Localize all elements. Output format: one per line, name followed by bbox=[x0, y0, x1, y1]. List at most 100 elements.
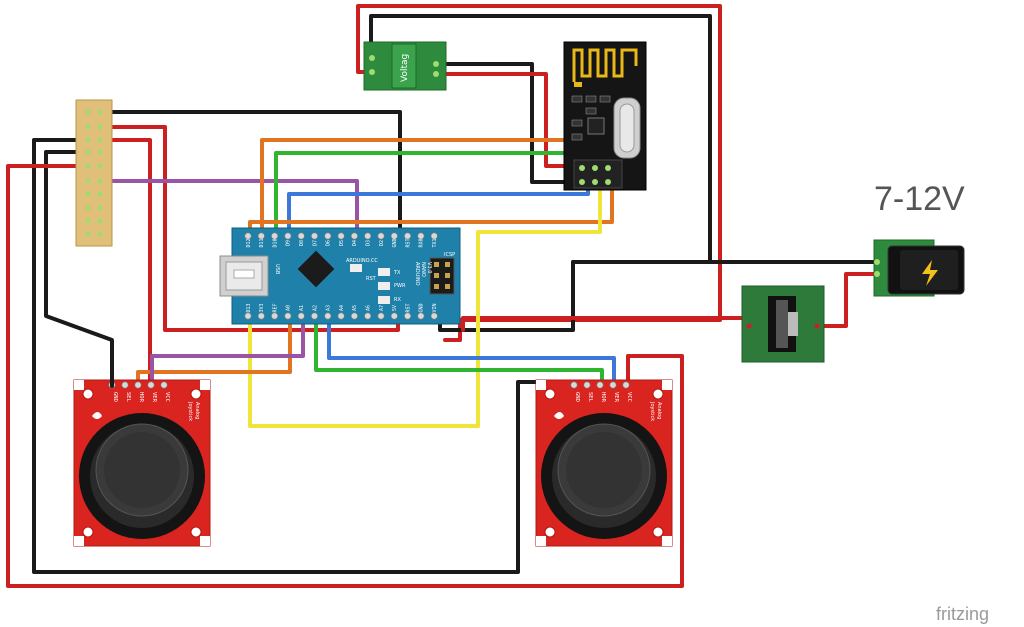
wire-yellow-d13-radio bbox=[248, 180, 602, 428]
nano-bottom-pin-label-0: D13 bbox=[246, 303, 252, 312]
nano-bottom-pin-14 bbox=[430, 312, 438, 320]
joystick-pin-label-sel: SEL bbox=[587, 392, 593, 403]
nrf24-radio-module bbox=[563, 41, 647, 191]
nano-bottom-pin-12 bbox=[404, 312, 412, 320]
nano-top-pin-label-2: D10 bbox=[272, 238, 278, 247]
joystick-title-1: Joystick bbox=[649, 401, 655, 421]
wire-purple-a1-joy1 bbox=[150, 316, 305, 387]
wire-red-header-bottom bbox=[6, 164, 684, 588]
nano-bottom-pin-label-11: 5V bbox=[392, 305, 398, 311]
nano-top-pin-label-12: RST bbox=[405, 238, 411, 247]
nano-top-pin-9 bbox=[364, 232, 372, 240]
wire-black-header-left bbox=[32, 138, 574, 574]
nano-bottom-pin-label-7: A4 bbox=[339, 305, 345, 311]
nano-bottom-pin-11 bbox=[390, 312, 398, 320]
nano-bottom-pin-label-13: GND bbox=[419, 303, 425, 312]
nano-bottom-pin-label-5: A2 bbox=[312, 305, 318, 311]
wire-purple-header-d4 bbox=[98, 179, 359, 240]
wire-black-reg-radio bbox=[434, 62, 584, 184]
joystick-title-0: Analog bbox=[194, 402, 200, 419]
nano-top-pin-label-1: D11 bbox=[259, 238, 265, 247]
nano-bottom-pin-7 bbox=[337, 312, 345, 320]
nano-top-pin-label-10: D2 bbox=[379, 240, 385, 246]
joystick-pin-vcc bbox=[160, 381, 168, 389]
nano-bottom-pin-2 bbox=[271, 312, 279, 320]
nano-bottom-pin-label-6: A3 bbox=[326, 305, 332, 311]
nano-top-pin-label-7: D5 bbox=[339, 240, 345, 246]
nano-top-pin-7 bbox=[337, 232, 345, 240]
wire-red-switch-left bbox=[461, 316, 750, 332]
wire-orange-a0-joy1 bbox=[136, 316, 292, 387]
joystick-pin-ver bbox=[609, 381, 617, 389]
nano-bottom-pin-8 bbox=[350, 312, 358, 320]
nano-top-pin-label-5: D7 bbox=[312, 240, 318, 246]
joystick-pin-gnd bbox=[570, 381, 578, 389]
nano-bottom-pin-label-3: A0 bbox=[286, 305, 292, 311]
nano-bottom-pin-13 bbox=[417, 312, 425, 320]
nano-tx-label: TX bbox=[393, 270, 401, 276]
nano-bottom-pin-label-12: RST bbox=[405, 303, 411, 312]
nano-bottom-pin-1 bbox=[257, 312, 265, 320]
joystick-title-1: Joystick bbox=[187, 401, 193, 421]
nano-top-pin-label-0: D12 bbox=[246, 238, 252, 247]
joystick-pin-ver bbox=[147, 381, 155, 389]
joystick-pin-label-gnd: GND bbox=[112, 392, 118, 402]
nano-rx-label: RX bbox=[394, 297, 401, 303]
nano-top-pin-5 bbox=[310, 232, 318, 240]
nano-top-pin-10 bbox=[377, 232, 385, 240]
nano-model-line-3: V3.0 bbox=[426, 262, 432, 273]
voltage-regulator-module: Voltag bbox=[363, 41, 447, 91]
wire-red-header-nano-5v bbox=[98, 125, 400, 332]
nano-top-pin-label-9: D3 bbox=[366, 240, 372, 246]
wire-black-header-joy bbox=[44, 150, 114, 387]
nano-top-pin-11 bbox=[390, 232, 398, 240]
nano-bottom-pin-label-14: VIN bbox=[432, 303, 438, 312]
nano-top-pin-2 bbox=[271, 232, 279, 240]
nano-top-pin-0 bbox=[244, 232, 252, 240]
nano-top-pin-4 bbox=[297, 232, 305, 240]
wire-green-a2-joy2 bbox=[314, 316, 604, 387]
nano-top-pin-label-13: RX0 bbox=[419, 238, 425, 247]
nano-bottom-pin-10 bbox=[377, 312, 385, 320]
nano-brand: ARDUINO.CC bbox=[346, 258, 378, 264]
joystick-pin-sel bbox=[583, 381, 591, 389]
nano-bottom-pin-label-8: A5 bbox=[352, 305, 358, 311]
nano-icsp-label: ICSP bbox=[444, 252, 455, 258]
nano-top-pin-label-14: TX1 bbox=[432, 238, 438, 247]
wire-black-header-nano bbox=[86, 110, 402, 240]
nano-bottom-pin-9 bbox=[364, 312, 372, 320]
regulator-label: Voltag bbox=[400, 54, 410, 82]
joystick-pin-label-ver: VER bbox=[151, 392, 157, 403]
wire-red-jack-switch bbox=[818, 272, 878, 328]
nano-top-pin-label-6: D6 bbox=[326, 240, 332, 246]
nano-top-pin-3 bbox=[284, 232, 292, 240]
joystick-pin-label-vcc: VCC bbox=[626, 392, 632, 402]
nano-top-pin-8 bbox=[350, 232, 358, 240]
usb-connector bbox=[219, 255, 269, 297]
lightning-icon bbox=[922, 260, 938, 286]
nano-top-pin-label-4: D8 bbox=[299, 240, 305, 246]
nano-top-pin-6 bbox=[324, 232, 332, 240]
nano-top-pin-13 bbox=[417, 232, 425, 240]
joystick-pin-vcc bbox=[622, 381, 630, 389]
nano-top-pin-12 bbox=[404, 232, 412, 240]
nano-rst-label: RST bbox=[366, 276, 377, 282]
wire-red-top-loop bbox=[356, 4, 722, 342]
nano-top-pin-1 bbox=[257, 232, 265, 240]
nano-bottom-pin-3 bbox=[284, 312, 292, 320]
pin-header-strip bbox=[75, 99, 113, 247]
nano-top-pin-14 bbox=[430, 232, 438, 240]
wire-red-header-left bbox=[98, 138, 152, 387]
nano-bottom-pin-label-1: 3V3 bbox=[259, 303, 265, 312]
joystick-pin-label-hor: HOR bbox=[138, 392, 144, 403]
nano-bottom-pin-4 bbox=[297, 312, 305, 320]
nano-bottom-pin-0 bbox=[244, 312, 252, 320]
joystick-pin-label-hor: HOR bbox=[600, 392, 606, 403]
nano-top-pin-label-3: D9 bbox=[286, 240, 292, 246]
nano-usb-label: USB bbox=[274, 264, 280, 275]
